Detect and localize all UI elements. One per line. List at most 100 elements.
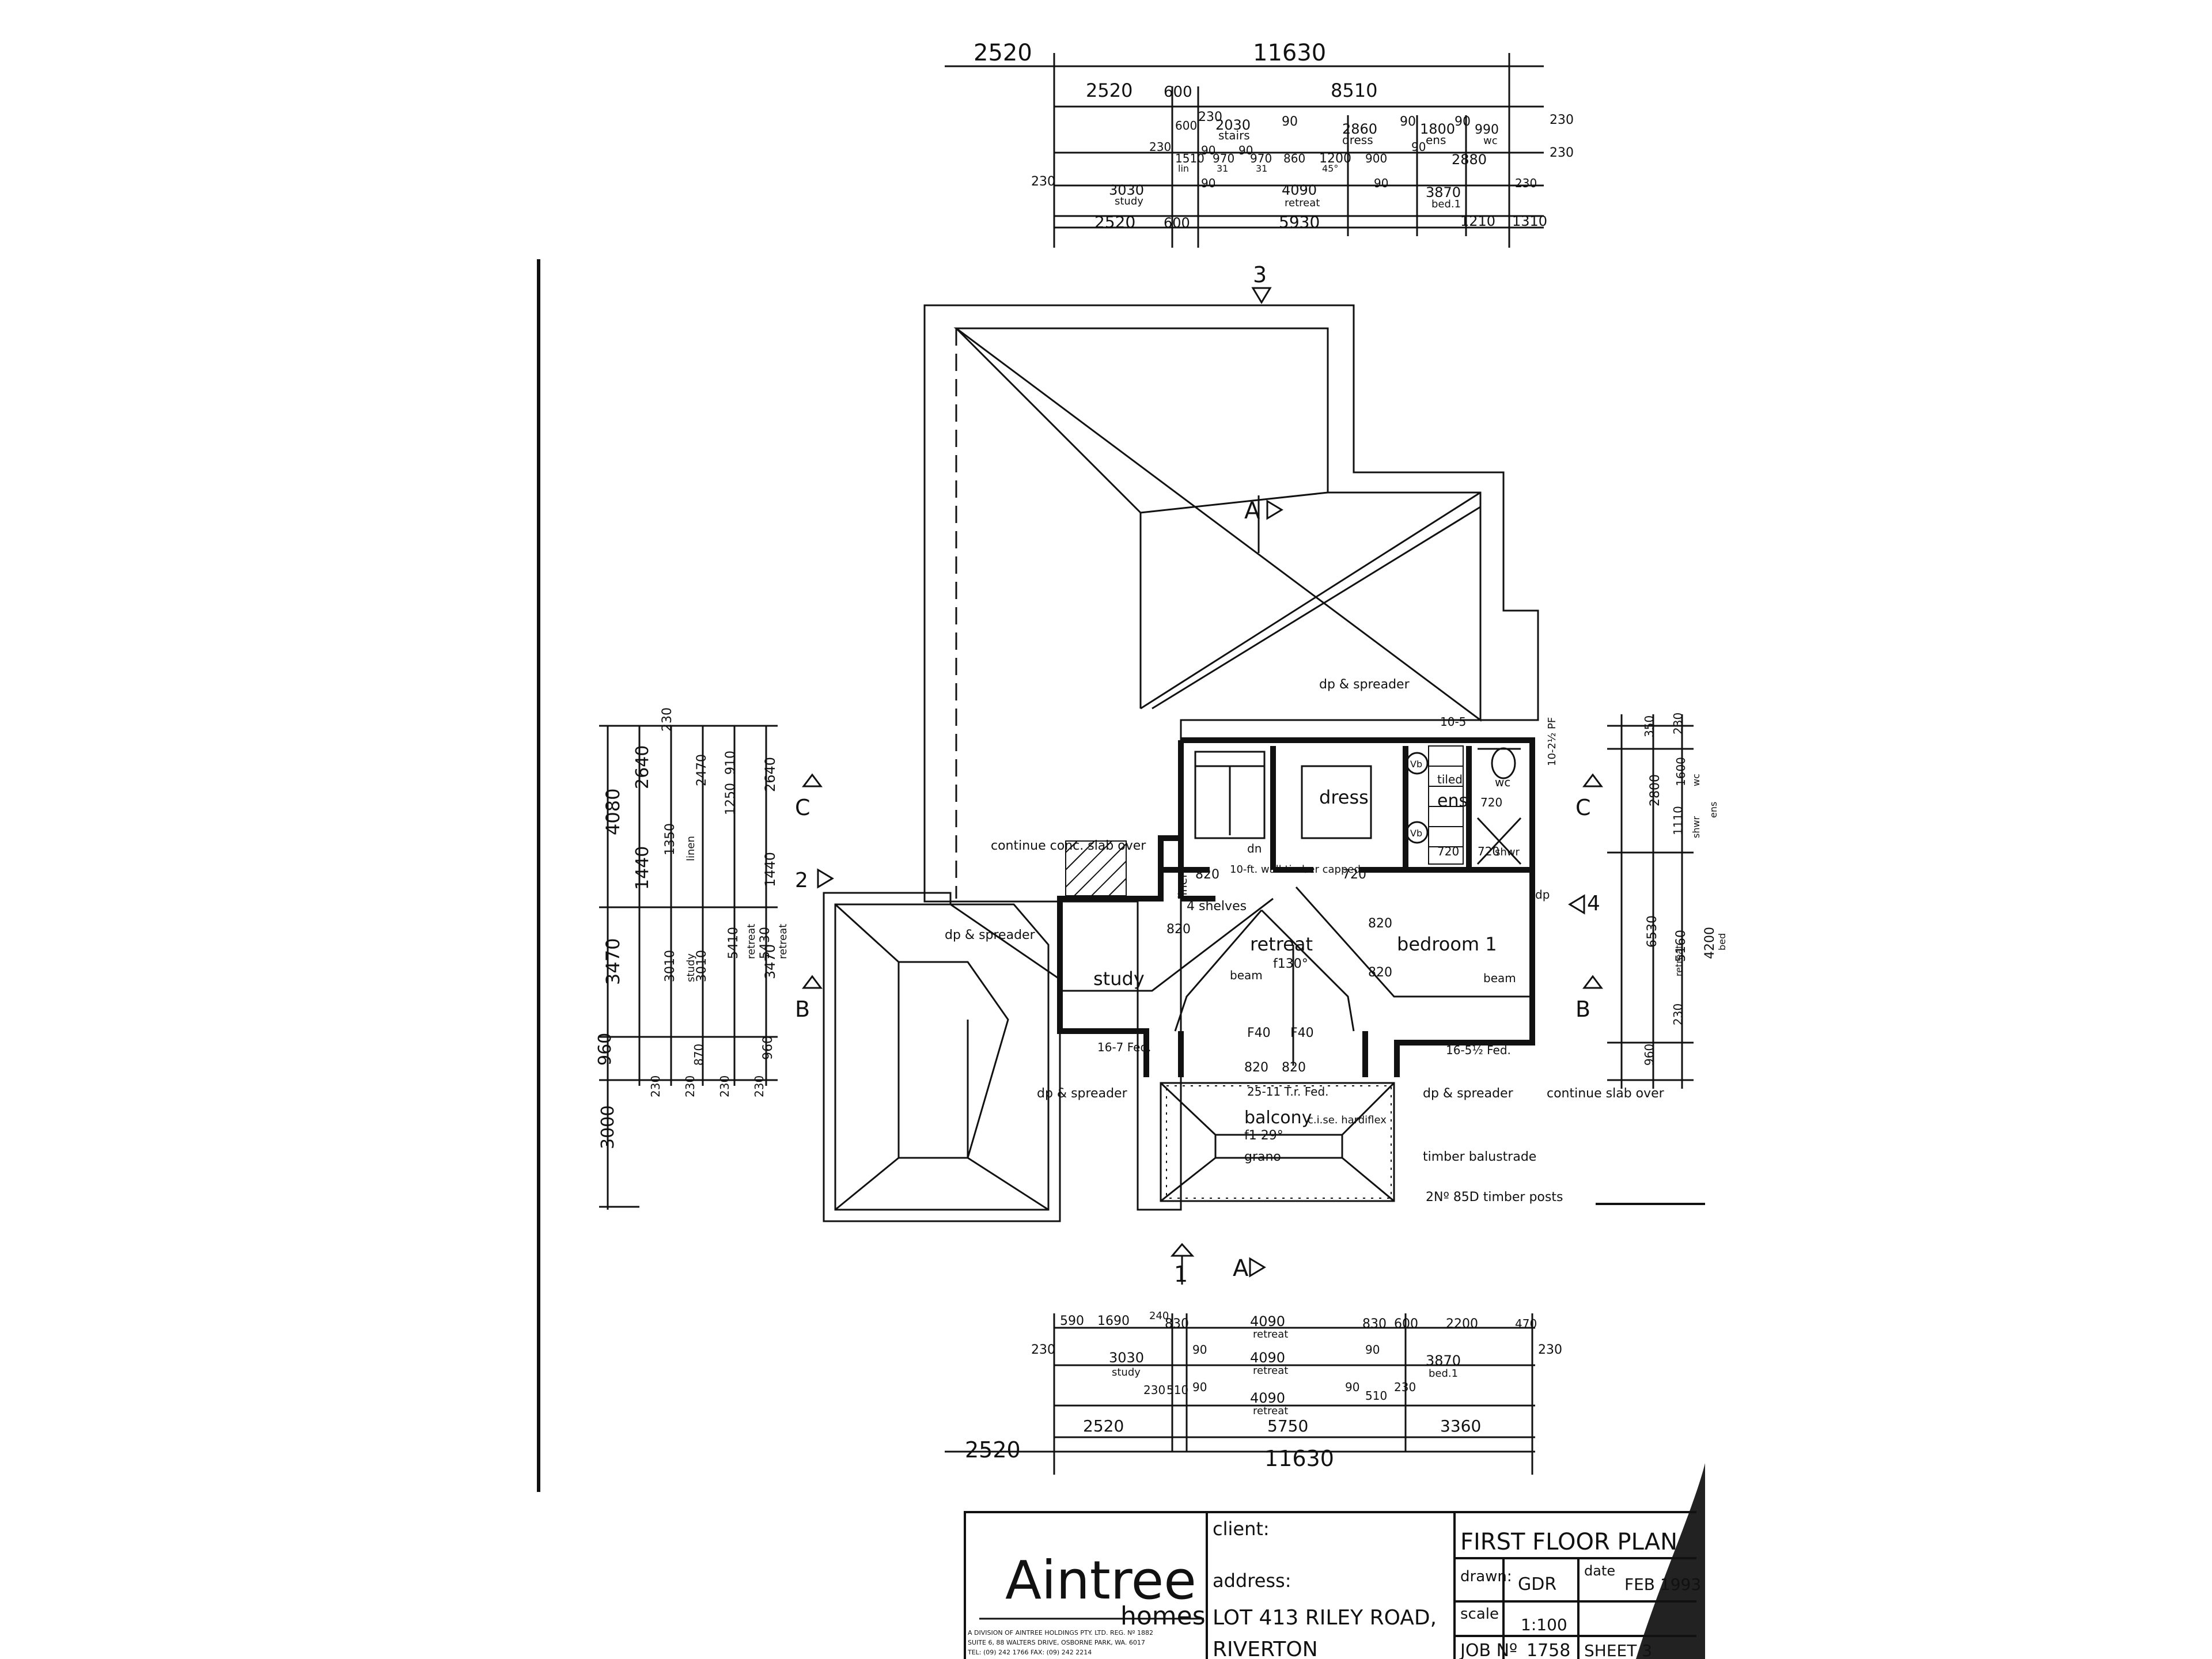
elevation-marker-1: 1 xyxy=(1174,1262,1188,1287)
dim-bottom-r3-f: 510 xyxy=(1365,1389,1387,1403)
dim-top-r1-b: 600 xyxy=(1164,84,1192,101)
dim-top-r2-b: 2030 xyxy=(1215,117,1251,133)
dim-left-c4-2: 910 xyxy=(724,751,738,775)
note-beam-right: beam xyxy=(1483,971,1516,985)
dim-left-c3-5: 3010 xyxy=(663,950,677,982)
dim-top-r3-sub-31a: 31 xyxy=(1217,163,1228,174)
dim-bottom-r2-e: 90 xyxy=(1365,1343,1380,1357)
dim-top-r5-a: 2520 xyxy=(1094,213,1135,232)
stair-down-label: dn xyxy=(1247,842,1262,855)
dim-bottom-r2-f: 3870 xyxy=(1426,1353,1461,1369)
dim-top-r4-f: 3870 xyxy=(1426,184,1461,200)
dim-top-r3-i: 1200 xyxy=(1319,151,1351,166)
dim-left-outer-2: 3470 xyxy=(602,938,624,985)
section-marker-b-right: B xyxy=(1575,997,1590,1022)
job-value: 1758 xyxy=(1527,1641,1570,1659)
dim-bottom-r4-b: 5750 xyxy=(1267,1416,1308,1435)
dim-top-r2-c: 90 xyxy=(1282,115,1298,129)
dim-left-c6-2: 1440 xyxy=(762,852,778,887)
dim-top-r5-e: 1310 xyxy=(1512,213,1547,229)
note-wall-capped: 10-ft. wall timber capped xyxy=(1230,863,1361,876)
door-size-5: 820 xyxy=(1368,965,1392,980)
dim-left-c5-2: 5430 xyxy=(758,927,772,959)
room-linen-label: linen xyxy=(1176,870,1190,899)
dim-right-c2-sub-wc: wc xyxy=(1691,774,1702,786)
section-marker-3: 3 xyxy=(1253,262,1267,287)
note-dp-spreader-top: dp & spreader xyxy=(1319,677,1410,692)
dim-left-c3-sub-linen: linen xyxy=(685,836,697,861)
logo-wordmark: Aintree xyxy=(1005,1550,1196,1611)
section-marker-a-bottom: A xyxy=(1233,1255,1249,1282)
dim-top-r4-e: 90 xyxy=(1374,176,1388,190)
dim-bottom-r2-a: 230 xyxy=(1031,1343,1055,1357)
dim-left-outer-4: 3000 xyxy=(598,1105,618,1149)
dim-left-c4-8: 870 xyxy=(692,1044,706,1066)
section-marker-b-left: B xyxy=(795,997,810,1022)
dim-top-r3-h: 860 xyxy=(1283,151,1305,165)
dim-left-c5-sub-1: retreat xyxy=(745,924,757,959)
job-label: JOB Nº xyxy=(1459,1641,1517,1659)
address-line-1: LOT 413 RILEY ROAD, xyxy=(1213,1606,1437,1630)
hatched-slabs xyxy=(1065,745,1464,1199)
dim-top-r4-sub-bed: bed.1 xyxy=(1431,198,1461,210)
room-wc-label: wc xyxy=(1495,775,1510,789)
dim-top-r5-c: 5930 xyxy=(1279,213,1320,232)
dim-top-r2-sub-dress: dress xyxy=(1342,133,1373,147)
dim-bottom-r2-c: 90 xyxy=(1192,1343,1207,1357)
dim-top-overall-left: 2520 xyxy=(974,40,1032,66)
dim-right-c2-4: 1110 xyxy=(1671,806,1685,835)
dim-left-c4-3: 1250 xyxy=(724,783,738,815)
room-dress-label: dress xyxy=(1319,786,1369,808)
dim-left-bottom-4: 230 xyxy=(752,1075,766,1097)
note-dp-right: dp xyxy=(1535,888,1550,902)
dim-bottom-r2-sub-bed: bed.1 xyxy=(1429,1368,1458,1380)
right-dimension-chain xyxy=(1607,714,1694,1089)
dim-top-r2-h: 990 xyxy=(1475,123,1499,137)
dim-top-r3-sub-31b: 31 xyxy=(1256,163,1267,174)
dim-left-c5-sub-2: retreat xyxy=(777,924,789,959)
dim-left-bottom-1: 230 xyxy=(649,1075,662,1097)
dim-top-r3-l: 2880 xyxy=(1452,151,1487,168)
dim-left-c3-1: 230 xyxy=(660,707,675,732)
room-retreat-label: retreat xyxy=(1250,933,1313,955)
sheet-number: SHEET 3 xyxy=(1584,1641,1652,1659)
dim-bottom-r2-g: 230 xyxy=(1538,1343,1562,1357)
top-dimension-chain xyxy=(945,53,1544,248)
dim-right-c1-1: 350 xyxy=(1642,715,1656,737)
company-line-1: A DIVISION OF AINTREE HOLDINGS PTY. LTD.… xyxy=(968,1629,1153,1637)
door-size-4: 820 xyxy=(1368,916,1392,931)
dim-top-r3-d: 90 xyxy=(1201,143,1215,157)
dim-bottom-r1-g: 600 xyxy=(1394,1317,1418,1331)
door-size-10: 720 xyxy=(1437,844,1459,858)
dim-left-c5-1: 5410 xyxy=(726,927,741,959)
note-timber-balustrade: timber balustrade xyxy=(1423,1150,1536,1164)
dim-top-r3-e: 970 xyxy=(1213,151,1234,165)
floor-plan-walls xyxy=(1057,737,1535,1077)
dim-bottom-r3-d: 4090 xyxy=(1250,1390,1285,1406)
client-label: client: xyxy=(1213,1518,1270,1540)
dim-left-outer-1: 4080 xyxy=(602,789,624,835)
note-dp-spreader-bottom-right: dp & spreader xyxy=(1423,1086,1514,1101)
dim-top-r2-f: 1800 xyxy=(1420,121,1455,137)
page-curl-shadow xyxy=(1636,1463,1705,1659)
dim-top-r2-d: 2860 xyxy=(1342,121,1377,137)
room-bedroom1-label: bedroom 1 xyxy=(1397,933,1497,955)
note-fed-left: 16-7 Fed. xyxy=(1097,1040,1152,1054)
company-line-2: SUITE 6, 88 WALTERS DRIVE, OSBORNE PARK,… xyxy=(968,1639,1145,1646)
floor-plan-thin-lines xyxy=(1060,747,1532,1202)
dim-top-r3-g: 970 xyxy=(1250,151,1272,165)
dim-top-r2-sub-ens: ens xyxy=(1426,133,1446,147)
note-continue-slab: continue slab over xyxy=(1547,1086,1665,1101)
left-dimension-chain xyxy=(599,725,778,1210)
dim-bottom-r2-sub-retreat: retreat xyxy=(1253,1365,1288,1377)
note-beam-left: beam xyxy=(1230,968,1263,982)
dim-bottom-r1-a: 590 xyxy=(1060,1314,1084,1328)
dim-top-r3-sub-lin: lin xyxy=(1178,163,1189,174)
door-size-8: 720 xyxy=(1478,844,1499,858)
room-balcony-ceiling: f1 29° xyxy=(1244,1128,1283,1143)
dim-left-c6-4: 960 xyxy=(761,1036,775,1060)
dim-bottom-r3-a: 230 xyxy=(1143,1383,1165,1397)
dim-bottom-r3-e: 90 xyxy=(1345,1380,1359,1394)
dim-top-r2-i: 230 xyxy=(1550,113,1574,127)
dim-right-c1-2: 2800 xyxy=(1648,774,1662,806)
